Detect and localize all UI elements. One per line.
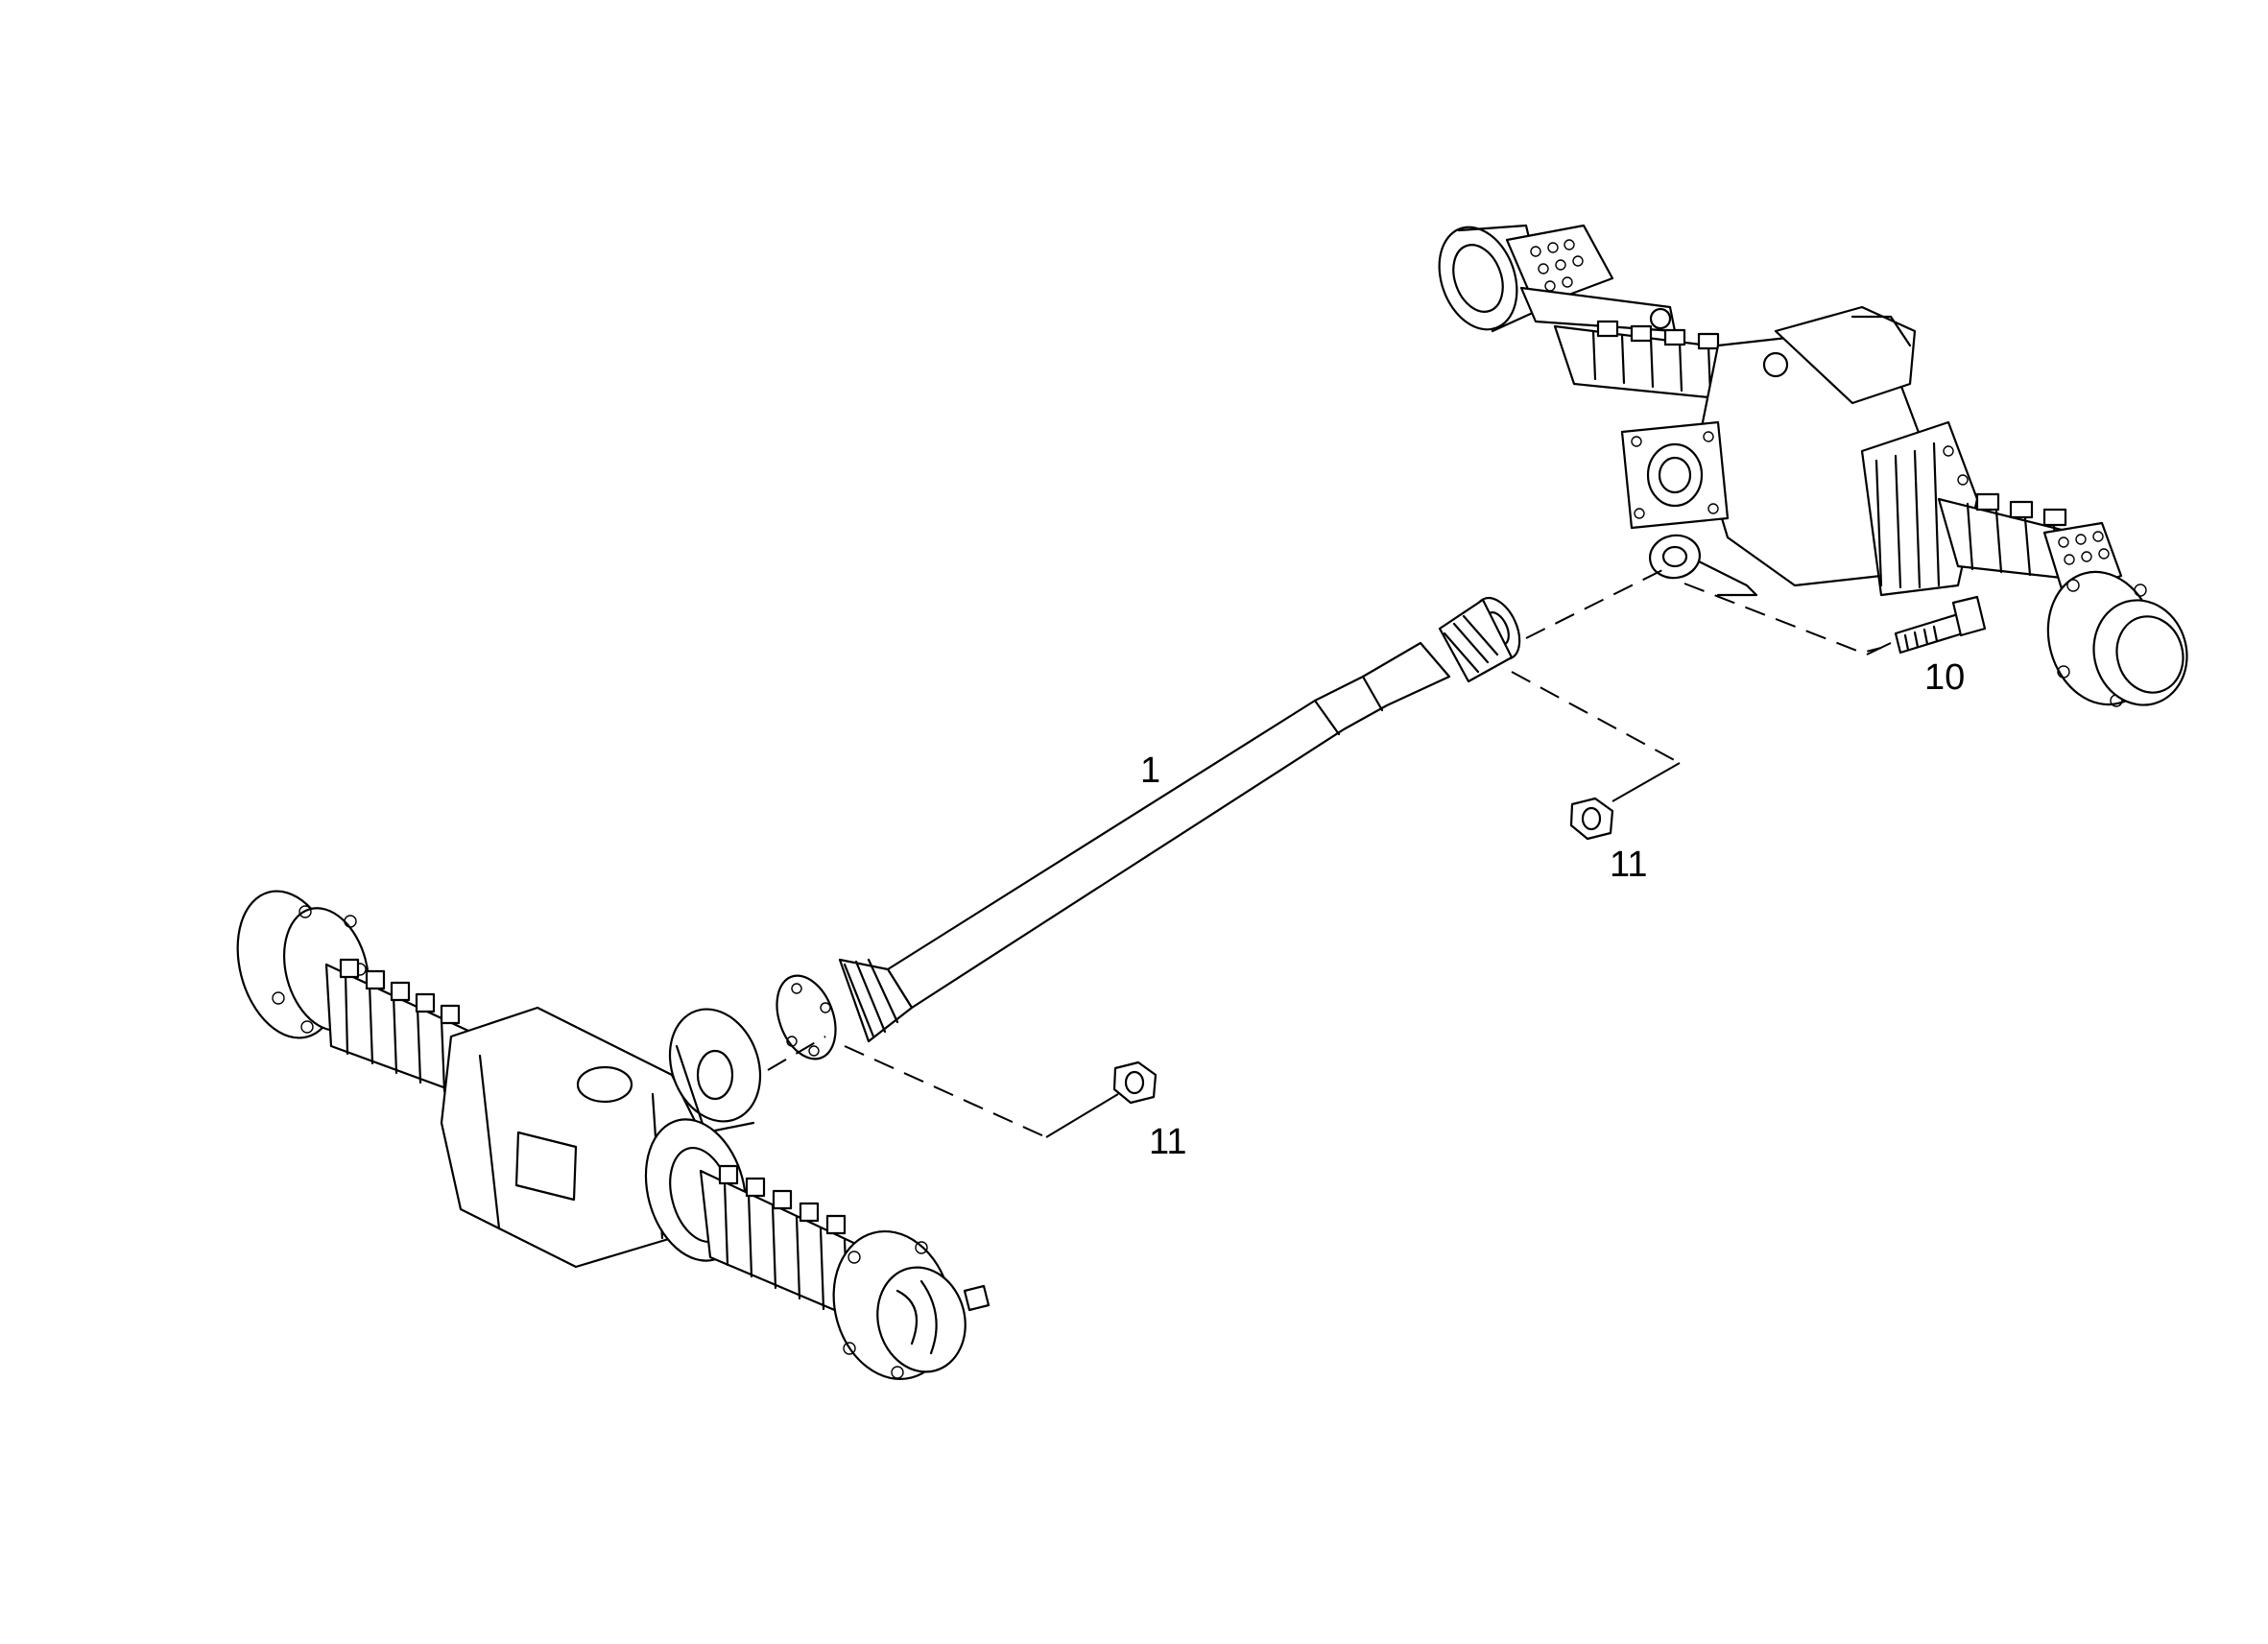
callout-part-10: 10 xyxy=(1924,657,1965,698)
drive-shaft-front-flange xyxy=(776,974,837,1060)
nut-part-11-upper xyxy=(1569,797,1614,841)
front-axle-differential xyxy=(440,1006,762,1269)
callout-part-11-lower: 11 xyxy=(1149,1122,1186,1162)
leader-line-part-11-upper xyxy=(1611,762,1681,802)
callout-part-1: 1 xyxy=(1140,751,1160,791)
drive-shaft xyxy=(776,596,1521,1060)
nut-part-11-lower xyxy=(1112,1060,1158,1105)
front-axle-assembly xyxy=(236,890,991,1381)
drive-shaft-tube xyxy=(886,641,1451,1010)
rear-axle-left-hub xyxy=(1438,224,1614,333)
rear-axle-assembly xyxy=(1438,224,2188,707)
front-axle-right-hub xyxy=(832,1229,991,1381)
front-axle-right-housing xyxy=(699,1164,871,1326)
leader-line-part-10 xyxy=(1866,642,1892,655)
assembly-line-bolt-10 xyxy=(1683,583,1882,655)
rear-axle-input-flange xyxy=(1620,420,1730,530)
assembly-line-nut-11-lower xyxy=(844,1045,1047,1138)
rear-axle-right-housing xyxy=(1937,492,2089,583)
assembly-line-shaft-to-front-axle xyxy=(767,1036,826,1071)
assembly-line-nut-11-upper xyxy=(1511,671,1681,764)
rear-axle-right-hub xyxy=(2046,570,2188,707)
leader-line-part-11-lower xyxy=(1045,1093,1119,1138)
leader-lines xyxy=(1045,642,1892,1138)
assembly-lines xyxy=(767,565,1882,1138)
assembly-line-shaft-to-rear-axle xyxy=(1525,565,1671,639)
callout-part-11-upper: 11 xyxy=(1610,845,1647,885)
bolt-part-10 xyxy=(1894,595,1987,655)
